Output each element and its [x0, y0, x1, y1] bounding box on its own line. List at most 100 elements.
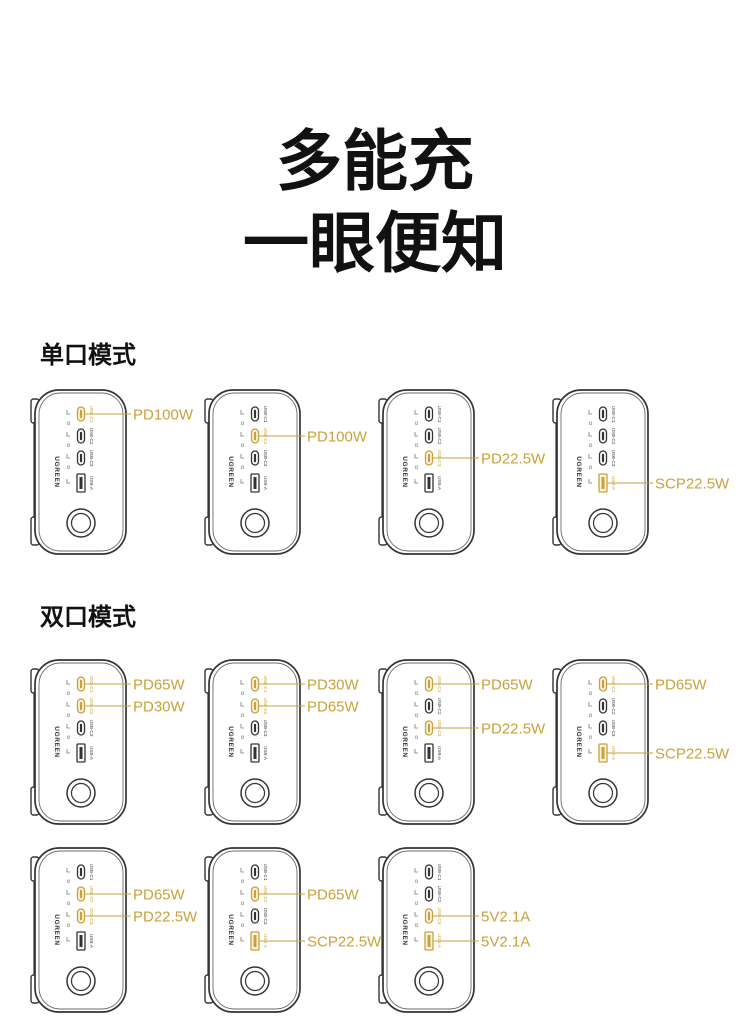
button-center — [244, 512, 266, 534]
brand-logo: UGREEN — [575, 456, 582, 487]
port-tongue — [253, 911, 257, 921]
button-center — [418, 970, 440, 992]
port-label: USB-C3 — [437, 720, 442, 737]
status-led-icon — [414, 410, 418, 415]
port-tongue — [601, 453, 605, 463]
status-led-icon — [66, 749, 70, 754]
output-power-label: PD30W — [307, 677, 360, 694]
brand-logo: UGREEN — [227, 914, 234, 945]
status-led-icon — [241, 735, 244, 739]
output-power-label: 5V2.1A — [481, 909, 530, 926]
round-button-icon — [240, 508, 270, 538]
port-label: USB-C3 — [89, 450, 94, 467]
status-led-icon — [588, 724, 592, 729]
round-button-icon — [66, 778, 96, 808]
status-led-icon — [414, 912, 418, 917]
port-label: USB-C2 — [89, 698, 94, 715]
output-power-label: PD65W — [133, 677, 186, 694]
status-led-icon — [240, 410, 244, 415]
port-label: USB-C2 — [263, 886, 268, 903]
status-led-icon — [414, 702, 418, 707]
usb-c-port-icon — [424, 450, 434, 466]
button-center — [70, 782, 92, 804]
usb-c-port-icon — [424, 720, 434, 736]
port-label: USB-C2 — [437, 886, 442, 903]
brand-logo: UGREEN — [401, 726, 408, 757]
status-led-icon — [67, 421, 70, 425]
status-led-icon — [240, 680, 244, 685]
port-label: USB-C2 — [437, 428, 442, 445]
status-led-icon — [589, 713, 592, 717]
port-label: USB-C2 — [611, 698, 616, 715]
port-label: USB-C3 — [89, 720, 94, 737]
usb-a-port-icon — [76, 931, 86, 951]
charger-body — [34, 389, 127, 555]
port-tongue — [601, 679, 605, 689]
status-led-icon — [66, 937, 70, 942]
status-led-icon — [240, 749, 244, 754]
status-led-icon — [67, 923, 70, 927]
port-tongue — [253, 431, 257, 441]
port-tongue — [79, 935, 83, 947]
status-led-icon — [588, 749, 592, 754]
port-label: USB-C2 — [263, 428, 268, 445]
headline-line-1: 多能充 — [276, 123, 474, 200]
port-tongue — [79, 431, 83, 441]
status-led-icon — [67, 735, 70, 739]
port-label: USB-A — [437, 934, 442, 949]
port-tongue — [427, 431, 431, 441]
port-tongue — [427, 867, 431, 877]
status-led-icon — [414, 868, 418, 873]
headline-line-2: 一眼便知 — [243, 205, 507, 282]
port-tongue — [79, 723, 83, 733]
charger-body — [382, 847, 475, 1013]
button-center — [70, 512, 92, 534]
port-tongue — [79, 477, 83, 489]
port-tongue — [427, 409, 431, 419]
charger-face — [212, 850, 298, 1010]
status-led-icon — [415, 735, 418, 739]
usb-c-port-icon — [250, 864, 260, 880]
port-tongue — [253, 935, 257, 947]
usb-c-port-icon — [598, 406, 608, 422]
port-tongue — [601, 701, 605, 711]
brand-logo: UGREEN — [53, 726, 60, 757]
status-led-icon — [66, 702, 70, 707]
round-button-icon — [66, 966, 96, 996]
port-tongue — [427, 747, 431, 759]
usb-c-port-icon — [76, 886, 86, 902]
port-label: USB-C1 — [437, 406, 442, 423]
brand-logo: UGREEN — [53, 456, 60, 487]
port-tongue — [427, 935, 431, 947]
port-tongue — [253, 723, 257, 733]
status-led-icon — [414, 454, 418, 459]
status-led-icon — [588, 702, 592, 707]
status-led-icon — [67, 465, 70, 469]
status-led-icon — [589, 735, 592, 739]
status-led-icon — [241, 421, 244, 425]
usb-a-port-icon — [424, 931, 434, 951]
port-label: USB-A — [611, 476, 616, 491]
charger-face — [212, 662, 298, 822]
status-led-icon — [240, 432, 244, 437]
port-label: USB-C3 — [89, 908, 94, 925]
usb-c-port-icon — [598, 676, 608, 692]
usb-c-port-icon — [424, 908, 434, 924]
port-label: USB-C3 — [263, 720, 268, 737]
usb-c-port-icon — [424, 428, 434, 444]
status-led-icon — [241, 691, 244, 695]
round-button-icon — [414, 966, 444, 996]
usb-c-port-icon — [250, 908, 260, 924]
brand-logo: UGREEN — [401, 914, 408, 945]
port-label: USB-C2 — [89, 886, 94, 903]
charger-body — [556, 659, 649, 825]
port-label: USB-C1 — [89, 676, 94, 693]
usb-c-port-icon — [76, 406, 86, 422]
charger-body — [34, 847, 127, 1013]
port-label: USB-C3 — [263, 908, 268, 925]
button-center — [418, 512, 440, 534]
